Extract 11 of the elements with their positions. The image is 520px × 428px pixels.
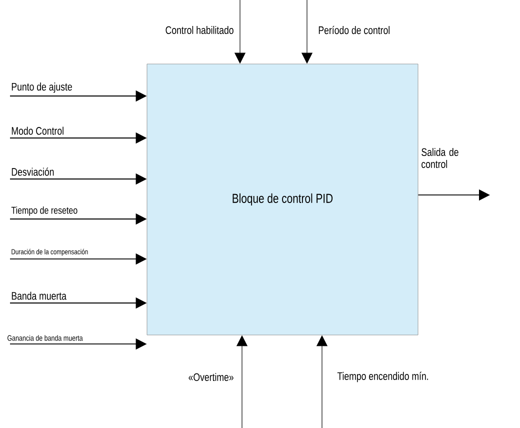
signal-label: Tiempo encendido mín. <box>337 372 428 382</box>
signal-label: Modo Control <box>12 126 64 135</box>
signal-label: «Overtime» <box>188 372 234 382</box>
signal-label: Control habilitado <box>166 26 234 34</box>
signal-label: Desviación <box>12 168 54 176</box>
signal-label: Banda muerta <box>12 292 66 300</box>
signal-label: Tiempo de reseteo <box>11 206 78 216</box>
process-box: Bloque de control PID <box>146 64 418 336</box>
signal-label: Salida de control <box>422 148 458 168</box>
signal-label: Punto de ajuste <box>12 82 72 93</box>
signal-label: Período de control <box>318 26 390 34</box>
